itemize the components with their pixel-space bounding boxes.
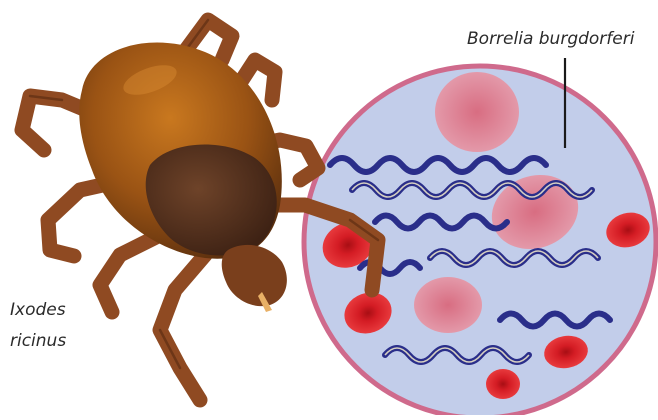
tick-label-genus: Ixodes [10,302,66,319]
bacterium-label: Borrelia burgdorferi [467,31,634,48]
red-blood-cell-blurred [414,277,482,333]
red-blood-cell [486,369,520,399]
red-blood-cell-blurred [435,72,519,152]
tick-illustration [22,20,378,400]
blood-view-circle [304,66,656,415]
tick-leg [100,235,160,312]
tick-mouthparts [222,245,287,306]
tick-label-species: ricinus [10,333,66,350]
tick-leg [160,255,205,400]
